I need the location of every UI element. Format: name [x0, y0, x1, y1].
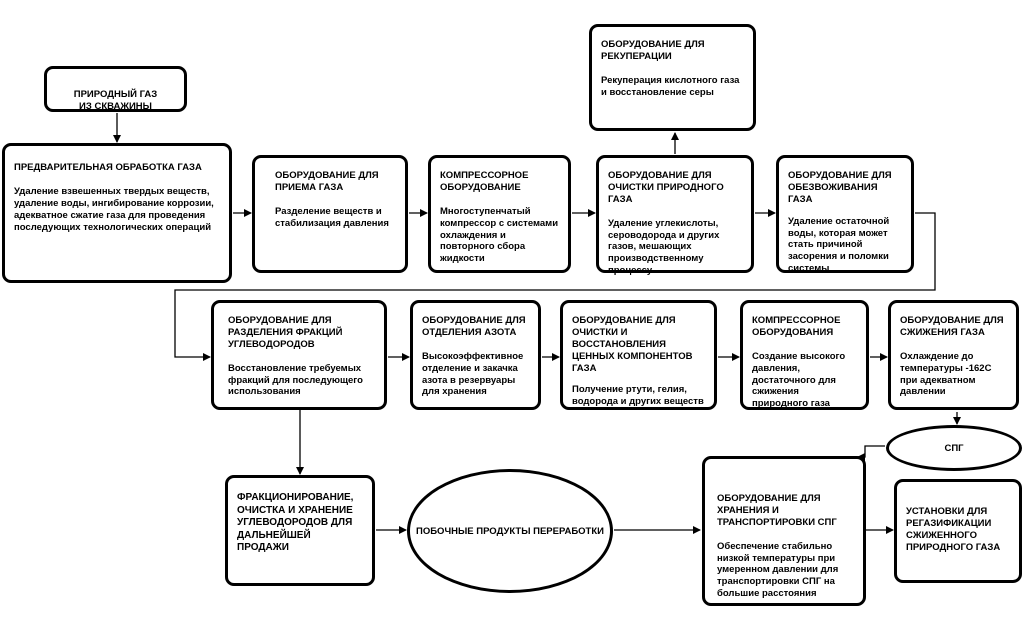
- node-byproducts-title: ПОБОЧНЫЕ ПРОДУКТЫ ПЕРЕРАБОТКИ: [416, 525, 604, 537]
- node-byproducts: ПОБОЧНЫЕ ПРОДУКТЫ ПЕРЕРАБОТКИ: [407, 469, 613, 593]
- node-compressor-2-title: КОМПРЕССОРНОЕ ОБОРУДОВАНИЯ: [752, 315, 841, 338]
- node-nitrogen-title: ОБОРУДОВАНИЕ ДЛЯ ОТДЕЛЕНИЯ АЗОТА: [422, 315, 526, 338]
- node-fraction-separation-title: ОБОРУДОВАНИЕ ДЛЯ РАЗДЕЛЕНИЯ ФРАКЦИЙ УГЛЕ…: [228, 315, 343, 350]
- node-fractionation: ФРАКЦИОНИРОВАНИЕ, ОЧИСТКА И ХРАНЕНИЕ УГЛ…: [225, 475, 375, 586]
- node-liquefaction: ОБОРУДОВАНИЕ ДЛЯ СЖИЖЕНИЯ ГАЗА Охлаждени…: [888, 300, 1019, 410]
- node-lng: СПГ: [886, 425, 1022, 471]
- node-gas-source-title: ПРИРОДНЫЙ ГАЗ ИЗ СКВАЖИНЫ: [73, 88, 158, 112]
- node-lng-title: СПГ: [944, 442, 964, 454]
- arrow-lng-to-storage: [857, 445, 885, 461]
- node-storage: ОБОРУДОВАНИЕ ДЛЯ ХРАНЕНИЯ И ТРАНСПОРТИРО…: [702, 456, 866, 606]
- node-valuable-components-desc: Получение ртути, гелия, водорода и други…: [572, 384, 704, 408]
- node-dehydration-desc: Удаление остаточной воды, которая может …: [788, 215, 890, 275]
- node-fraction-separation: ОБОРУДОВАНИЕ ДЛЯ РАЗДЕЛЕНИЯ ФРАКЦИЙ УГЛЕ…: [211, 300, 387, 410]
- node-nitrogen-desc: Высокоэффективное отделение и закачка аз…: [422, 350, 524, 398]
- node-compressor-1: КОМПРЕССОРНОЕ ОБОРУДОВАНИЕ Многоступенча…: [428, 155, 571, 273]
- node-compressor-1-desc: Многоступенчатый компрессор с системами …: [440, 205, 559, 265]
- node-recuperation-desc: Рекуперация кислотного газа и восстановл…: [601, 74, 740, 98]
- node-valuable-components: ОБОРУДОВАНИЕ ДЛЯ ОЧИСТКИ И ВОССТАНОВЛЕНИ…: [560, 300, 717, 410]
- node-nitrogen: ОБОРУДОВАНИЕ ДЛЯ ОТДЕЛЕНИЯ АЗОТА Высокоэ…: [410, 300, 541, 410]
- node-purification-desc: Удаление углекислоты, сероводорода и дру…: [608, 217, 720, 277]
- node-purification: ОБОРУДОВАНИЕ ДЛЯ ОЧИСТКИ ПРИРОДНОГО ГАЗА…: [596, 155, 754, 276]
- node-storage-title: ОБОРУДОВАНИЕ ДЛЯ ХРАНЕНИЯ И ТРАНСПОРТИРО…: [717, 493, 837, 528]
- node-reception-desc: Разделение веществ и стабилизация давлен…: [275, 205, 389, 229]
- node-storage-desc: Обеспечение стабильно низкой температуры…: [717, 540, 839, 600]
- node-valuable-components-title: ОБОРУДОВАНИЕ ДЛЯ ОЧИСТКИ И ВОССТАНОВЛЕНИ…: [572, 315, 693, 374]
- node-purification-title: ОБОРУДОВАНИЕ ДЛЯ ОЧИСТКИ ПРИРОДНОГО ГАЗА: [608, 170, 724, 205]
- node-liquefaction-title: ОБОРУДОВАНИЕ ДЛЯ СЖИЖЕНИЯ ГАЗА: [900, 315, 1004, 338]
- node-recuperation-title: ОБОРУДОВАНИЕ ДЛЯ РЕКУПЕРАЦИИ: [601, 39, 705, 62]
- node-dehydration-title: ОБОРУДОВАНИЕ ДЛЯ ОБЕЗВОЖИВАНИЯ ГАЗА: [788, 170, 892, 205]
- node-reception: ОБОРУДОВАНИЕ ДЛЯ ПРИЕМА ГАЗА Разделение …: [252, 155, 408, 273]
- node-pretreatment: ПРЕДВАРИТЕЛЬНАЯ ОБРАБОТКА ГАЗА Удаление …: [2, 143, 232, 283]
- node-reception-title: ОБОРУДОВАНИЕ ДЛЯ ПРИЕМА ГАЗА: [275, 170, 379, 193]
- node-dehydration: ОБОРУДОВАНИЕ ДЛЯ ОБЕЗВОЖИВАНИЯ ГАЗА Удал…: [776, 155, 914, 275]
- node-liquefaction-desc: Охлаждение до температуры -162С при адек…: [900, 350, 992, 398]
- node-compressor-2-desc: Создание высокого давления, достаточного…: [752, 350, 846, 410]
- node-compressor-1-title: КОМПРЕССОРНОЕ ОБОРУДОВАНИЕ: [440, 170, 529, 193]
- node-pretreatment-title: ПРЕДВАРИТЕЛЬНАЯ ОБРАБОТКА ГАЗА: [14, 162, 202, 173]
- node-compressor-2: КОМПРЕССОРНОЕ ОБОРУДОВАНИЯ Создание высо…: [740, 300, 869, 410]
- node-pretreatment-desc: Удаление взвешенных твердых веществ, уда…: [14, 185, 214, 233]
- node-regasification: УСТАНОВКИ ДЛЯ РЕГАЗИФИКАЦИИ СЖИЖЕННОГО П…: [894, 479, 1022, 583]
- node-gas-source: ПРИРОДНЫЙ ГАЗ ИЗ СКВАЖИНЫ: [44, 66, 187, 112]
- node-recuperation: ОБОРУДОВАНИЕ ДЛЯ РЕКУПЕРАЦИИ Рекуперация…: [589, 24, 756, 131]
- node-regasification-title: УСТАНОВКИ ДЛЯ РЕГАЗИФИКАЦИИ СЖИЖЕННОГО П…: [906, 506, 1001, 553]
- node-fractionation-title: ФРАКЦИОНИРОВАНИЕ, ОЧИСТКА И ХРАНЕНИЕ УГЛ…: [237, 492, 354, 553]
- arrow-dehydration-to-fractions: [174, 212, 936, 361]
- node-fraction-separation-desc: Восстановление требуемых фракций для пос…: [228, 362, 363, 398]
